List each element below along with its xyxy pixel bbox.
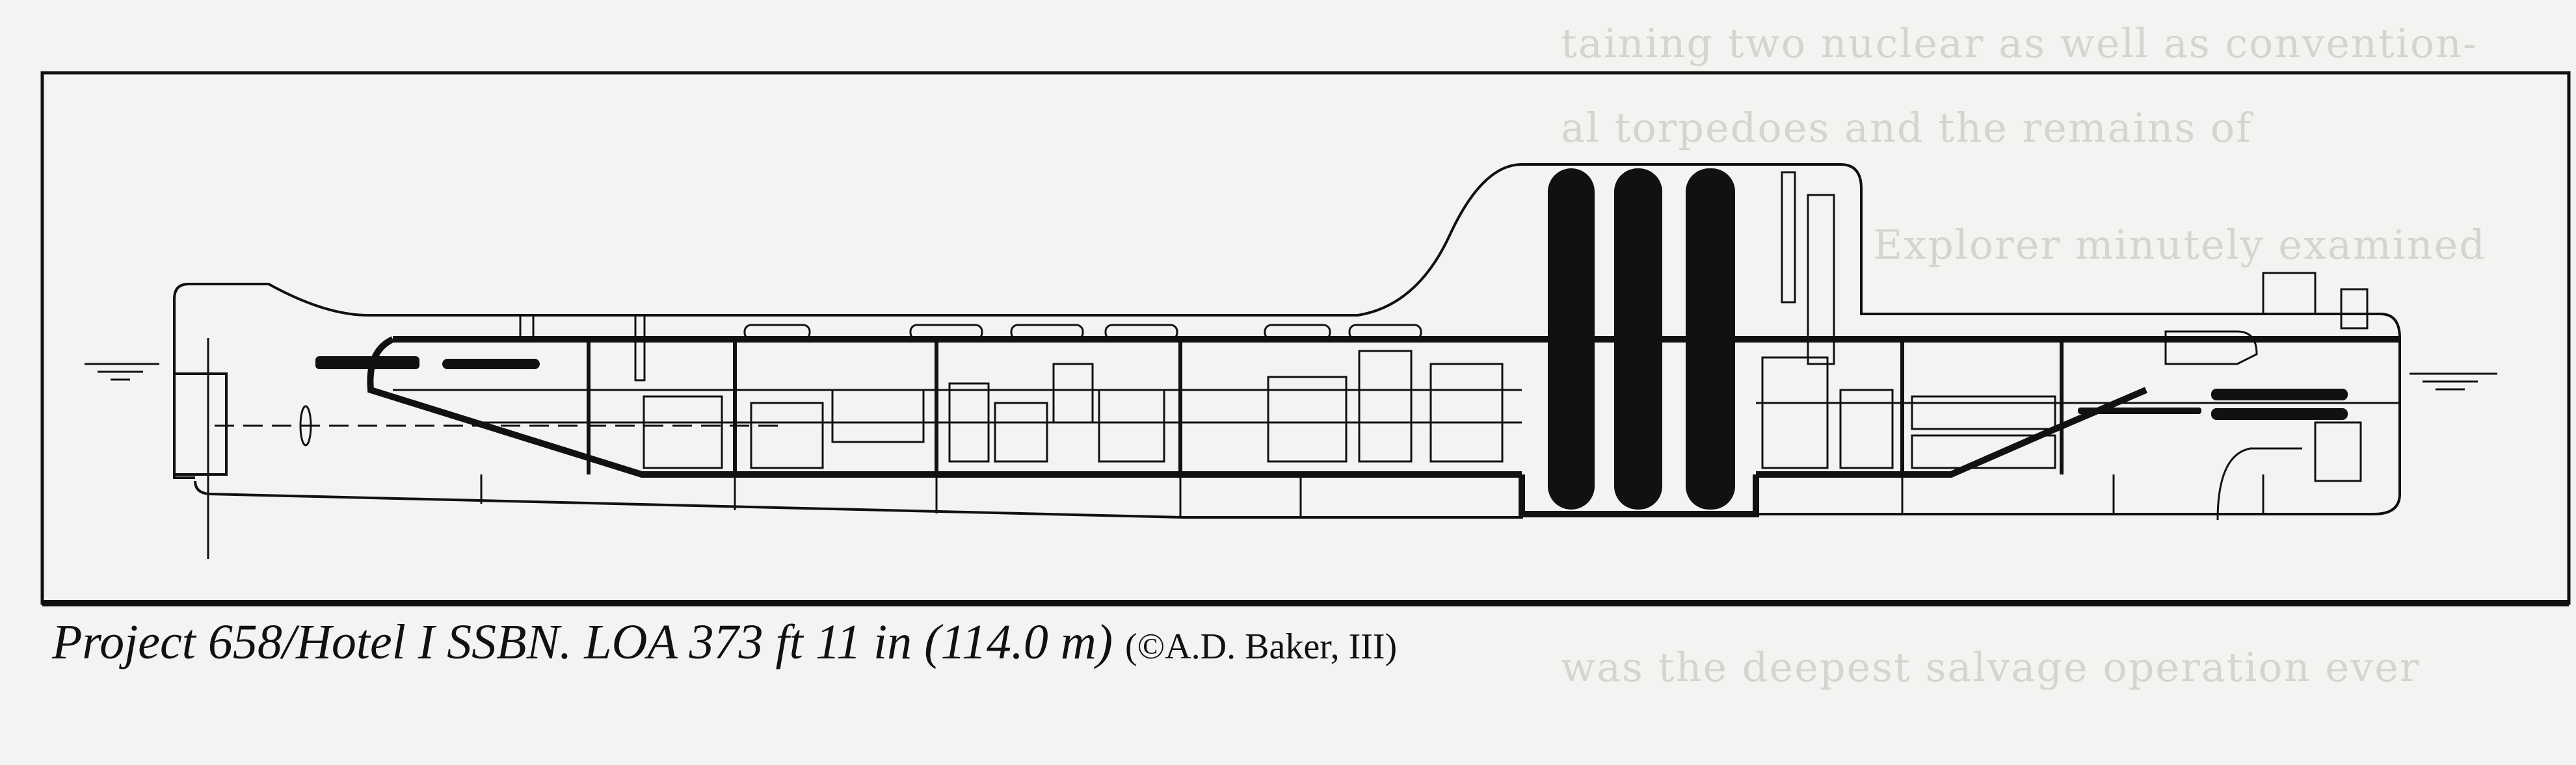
bleed-through-line: was the deepest salvage operation ever [1561, 643, 2421, 691]
missile-tube [1686, 168, 1735, 510]
torpedoes [315, 356, 2348, 420]
bleed-through-line: Explorer minutely examined [1873, 221, 2486, 268]
waterline-right-icon [2410, 372, 2497, 391]
caption-text: Project 658/Hotel I SSBN. LOA 373 ft 11 … [52, 615, 1113, 669]
propeller-icon [299, 405, 312, 447]
rudder [173, 299, 195, 479]
bleed-through-line: taining two nuclear as well as conventio… [1561, 19, 2478, 67]
missile-tubes [1548, 168, 1735, 510]
caption-credit: (©A.D. Baker, III) [1125, 627, 1398, 667]
outer-hull [173, 163, 2401, 519]
pressure-hull [367, 336, 2400, 478]
waterline-left-icon [85, 363, 159, 381]
missile-tube [1548, 168, 1595, 510]
missile-tube [1614, 168, 1662, 510]
bleed-through-line: al torpedoes and the remains of [1561, 104, 2253, 151]
figure-caption: Project 658/Hotel I SSBN. LOA 373 ft 11 … [52, 614, 1397, 671]
